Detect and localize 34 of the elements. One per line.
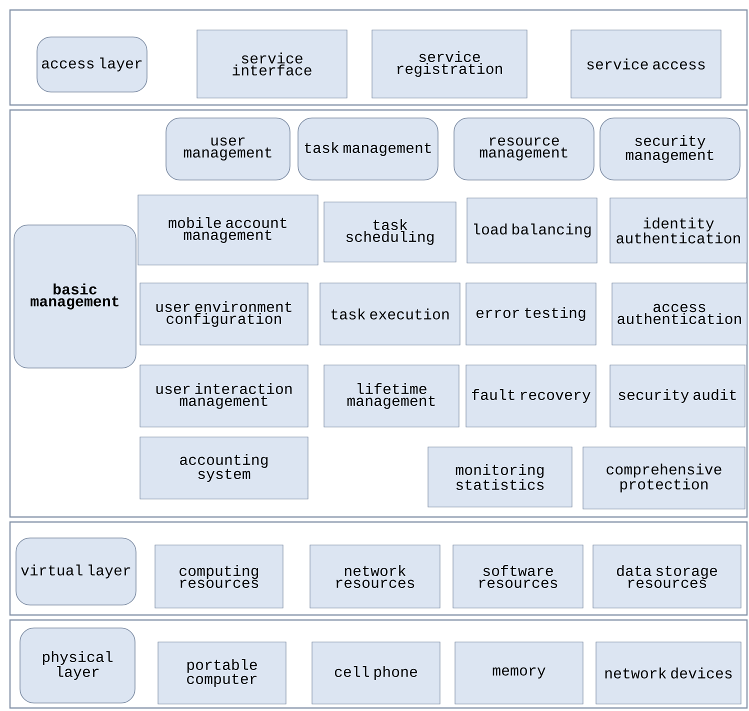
function-box: security audit (610, 364, 746, 428)
function-box: monitoring statistics (428, 446, 572, 508)
function-box: service interface (196, 30, 348, 98)
function-box: service registration (372, 30, 528, 98)
function-box: identity authentication (610, 198, 748, 264)
function-box: software resources (452, 544, 584, 608)
function-box: fault recovery (466, 364, 596, 428)
function-box: comprehensive protection (582, 446, 746, 510)
function-box: task scheduling (324, 202, 456, 262)
function-box: user interaction management (140, 364, 308, 428)
function-box: memory (454, 642, 584, 704)
category-label: security management (600, 118, 740, 180)
function-box: service access (570, 30, 722, 98)
function-box: access authentication (612, 282, 748, 346)
function-box: data storage resources (592, 544, 742, 608)
category-label: resource management (454, 118, 594, 180)
function-box: error testing (466, 282, 596, 346)
function-box: lifetime management (324, 364, 460, 428)
category-label: user management (166, 118, 290, 180)
function-box: mobile account management (138, 194, 318, 266)
category-label: access layer (36, 36, 148, 92)
function-box: portable computer (158, 642, 286, 704)
function-box: network devices (596, 642, 742, 704)
category-label: virtual layer (16, 538, 136, 606)
function-box: cell phone (312, 642, 440, 704)
function-box: task execution (320, 282, 460, 346)
function-box: computing resources (154, 544, 284, 608)
category-label: basic management (14, 224, 136, 368)
function-box: user environment configuration (140, 282, 308, 346)
category-label: physical layer (20, 628, 136, 704)
function-box: load balancing (466, 198, 598, 264)
category-label: task management (298, 118, 438, 180)
function-box: accounting system (140, 436, 308, 500)
function-box: network resources (310, 544, 440, 608)
